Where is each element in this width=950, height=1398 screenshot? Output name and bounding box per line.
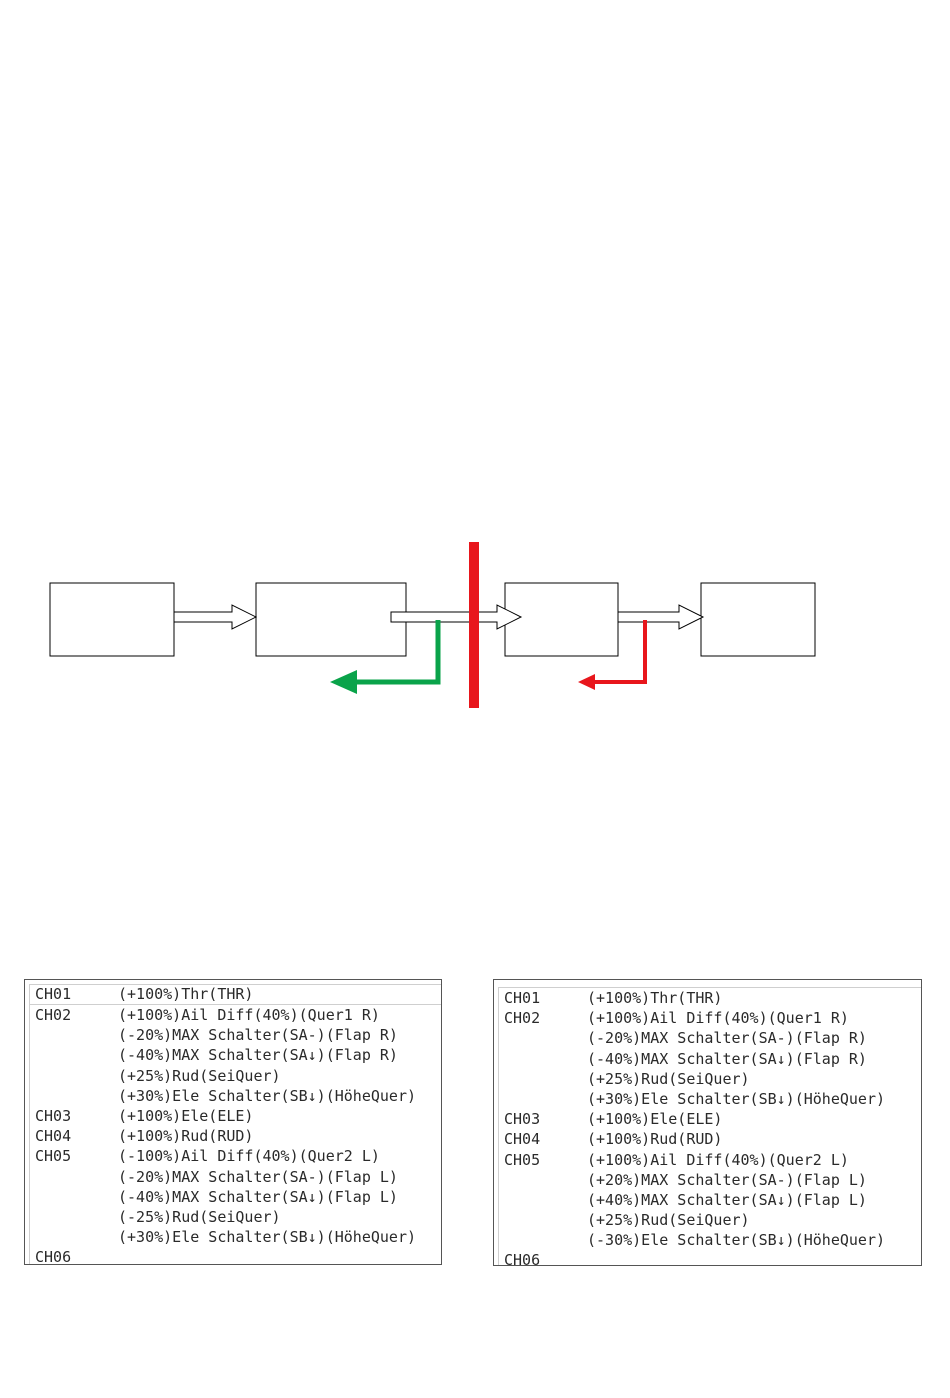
mixer-row: CH04 (+100%)Rud(RUD) (30, 1126, 441, 1146)
mix-entry: (-20%)MAX Schalter(SA-)(Flap R) (587, 1029, 867, 1048)
channel-label: CH03 (35, 1106, 72, 1125)
red-return-arrow (578, 620, 647, 690)
mix-entry: (+100%)Thr(THR) (118, 985, 254, 1003)
mixer-row: (+30%)Ele Schalter(SB↓)(HöheQuer) (499, 1089, 921, 1109)
channel-label: CH04 (35, 1127, 72, 1146)
mixer-rows-left: CH01 (+100%)Thr(THR) CH02 (+100%)Ail Diff(4… (29, 984, 441, 1264)
signal-flow-diagram (49, 542, 816, 708)
channel-label: CH04 (504, 1130, 541, 1149)
mixer-row: CH01 (+100%)Thr(THR) (30, 984, 441, 1005)
mix-entry: (+100%)Ail Diff(40%)(Quer2 L) (587, 1150, 849, 1169)
mix-entry: (+100%)Ail Diff(40%)(Quer1 R) (587, 1009, 849, 1028)
mixer-row: CH02 (+100%)Ail Diff(40%)(Quer1 R) (30, 1005, 441, 1025)
mixer-row: CH02 (+100%)Ail Diff(40%)(Quer1 R) (499, 1008, 921, 1028)
channel-label: CH02 (35, 1006, 72, 1024)
flow-arrow-2 (390, 604, 523, 630)
channel-label: CH02 (504, 1009, 541, 1028)
mixer-list-left: CH01 (+100%)Thr(THR) CH02 (+100%)Ail Diff(4… (24, 979, 442, 1265)
mix-entry: (+100%)Thr(THR) (587, 989, 723, 1007)
mixer-row: (-30%)Ele Schalter(SB↓)(HöheQuer) (499, 1230, 921, 1250)
mixer-row: (-20%)MAX Schalter(SA-)(Flap L) (30, 1167, 441, 1187)
channel-label: CH05 (504, 1150, 541, 1169)
mix-entry: (+30%)Ele Schalter(SB↓)(HöheQuer) (118, 1086, 417, 1105)
mixer-row: CH01 (+100%)Thr(THR) (499, 988, 921, 1008)
mixer-rows-right: CH01 (+100%)Thr(THR) CH02 (+100%)Ail Diff(4… (498, 987, 921, 1265)
mixer-row: (-20%)MAX Schalter(SA-)(Flap R) (30, 1025, 441, 1045)
mixer-row: (-40%)MAX Schalter(SA↓)(Flap R) (499, 1049, 921, 1069)
mix-entry: (+25%)Rud(SeiQuer) (587, 1211, 750, 1230)
channel-label: CH01 (35, 985, 72, 1003)
mixer-row: CH05 (-100%)Ail Diff(40%)(Quer2 L) (30, 1146, 441, 1166)
mixer-row: (-40%)MAX Schalter(SA↓)(Flap L) (30, 1187, 441, 1207)
green-return-arrow (330, 620, 441, 694)
flow-arrow-3 (617, 604, 705, 630)
mixer-row: (-20%)MAX Schalter(SA-)(Flap R) (499, 1028, 921, 1048)
mixer-row: (+40%)MAX Schalter(SA↓)(Flap L) (499, 1190, 921, 1210)
mixer-row: CH06 (499, 1250, 921, 1266)
mix-entry: (+30%)Ele Schalter(SB↓)(HöheQuer) (118, 1228, 417, 1247)
mixer-row: CH06 (30, 1247, 441, 1265)
channel-label: CH05 (35, 1147, 72, 1166)
mixer-row: (+25%)Rud(SeiQuer) (499, 1210, 921, 1230)
mixer-row: (+20%)MAX Schalter(SA-)(Flap L) (499, 1170, 921, 1190)
mix-entry: (+100%)Rud(RUD) (587, 1130, 723, 1149)
mix-entry: (-30%)Ele Schalter(SB↓)(HöheQuer) (587, 1231, 886, 1250)
mix-entry: (-40%)MAX Schalter(SA↓)(Flap L) (118, 1187, 398, 1206)
mix-entry: (-40%)MAX Schalter(SA↓)(Flap R) (118, 1046, 398, 1065)
mix-entry: (-20%)MAX Schalter(SA-)(Flap L) (118, 1167, 398, 1186)
mix-entry: (-100%)Ail Diff(40%)(Quer2 L) (118, 1147, 380, 1166)
box-4 (700, 582, 816, 657)
mixer-row: CH04 (+100%)Rud(RUD) (499, 1129, 921, 1149)
mix-entry: (+25%)Rud(SeiQuer) (587, 1069, 750, 1088)
flow-arrow-1 (173, 604, 258, 630)
mixer-row: (-40%)MAX Schalter(SA↓)(Flap R) (30, 1045, 441, 1065)
mix-entry: (-25%)Rud(SeiQuer) (118, 1207, 281, 1226)
box-1 (49, 582, 175, 657)
mixer-list-right: CH01 (+100%)Thr(THR) CH02 (+100%)Ail Diff(4… (493, 979, 922, 1266)
mixer-row: CH03 (+100%)Ele(ELE) (30, 1106, 441, 1126)
mix-entry: (-40%)MAX Schalter(SA↓)(Flap R) (587, 1049, 867, 1068)
mixer-row: CH05 (+100%)Ail Diff(40%)(Quer2 L) (499, 1150, 921, 1170)
channel-label: CH03 (504, 1110, 541, 1129)
mixer-row: (+30%)Ele Schalter(SB↓)(HöheQuer) (30, 1227, 441, 1247)
blocking-bar (469, 542, 479, 708)
mixer-row: (+25%)Rud(SeiQuer) (30, 1066, 441, 1086)
mixer-row: (+30%)Ele Schalter(SB↓)(HöheQuer) (30, 1086, 441, 1106)
mix-entry: (+100%)Rud(RUD) (118, 1127, 254, 1146)
channel-label: CH01 (504, 989, 541, 1007)
mix-entry: (+100%)Ele(ELE) (118, 1106, 254, 1125)
box-2 (255, 582, 407, 657)
mix-entry: (+100%)Ail Diff(40%)(Quer1 R) (118, 1006, 380, 1024)
channel-label: CH06 (35, 1248, 72, 1265)
mix-entry: (+30%)Ele Schalter(SB↓)(HöheQuer) (587, 1089, 886, 1108)
mix-entry: (+25%)Rud(SeiQuer) (118, 1066, 281, 1085)
mixer-row: (-25%)Rud(SeiQuer) (30, 1207, 441, 1227)
mix-entry: (-20%)MAX Schalter(SA-)(Flap R) (118, 1026, 398, 1045)
mix-entry: (+100%)Ele(ELE) (587, 1110, 723, 1129)
mix-entry: (+20%)MAX Schalter(SA-)(Flap L) (587, 1170, 867, 1189)
channel-label: CH06 (504, 1251, 541, 1266)
mixer-row: (+25%)Rud(SeiQuer) (499, 1069, 921, 1089)
box-3 (504, 582, 619, 657)
mix-entry: (+40%)MAX Schalter(SA↓)(Flap L) (587, 1190, 867, 1209)
mixer-row: CH03 (+100%)Ele(ELE) (499, 1109, 921, 1129)
